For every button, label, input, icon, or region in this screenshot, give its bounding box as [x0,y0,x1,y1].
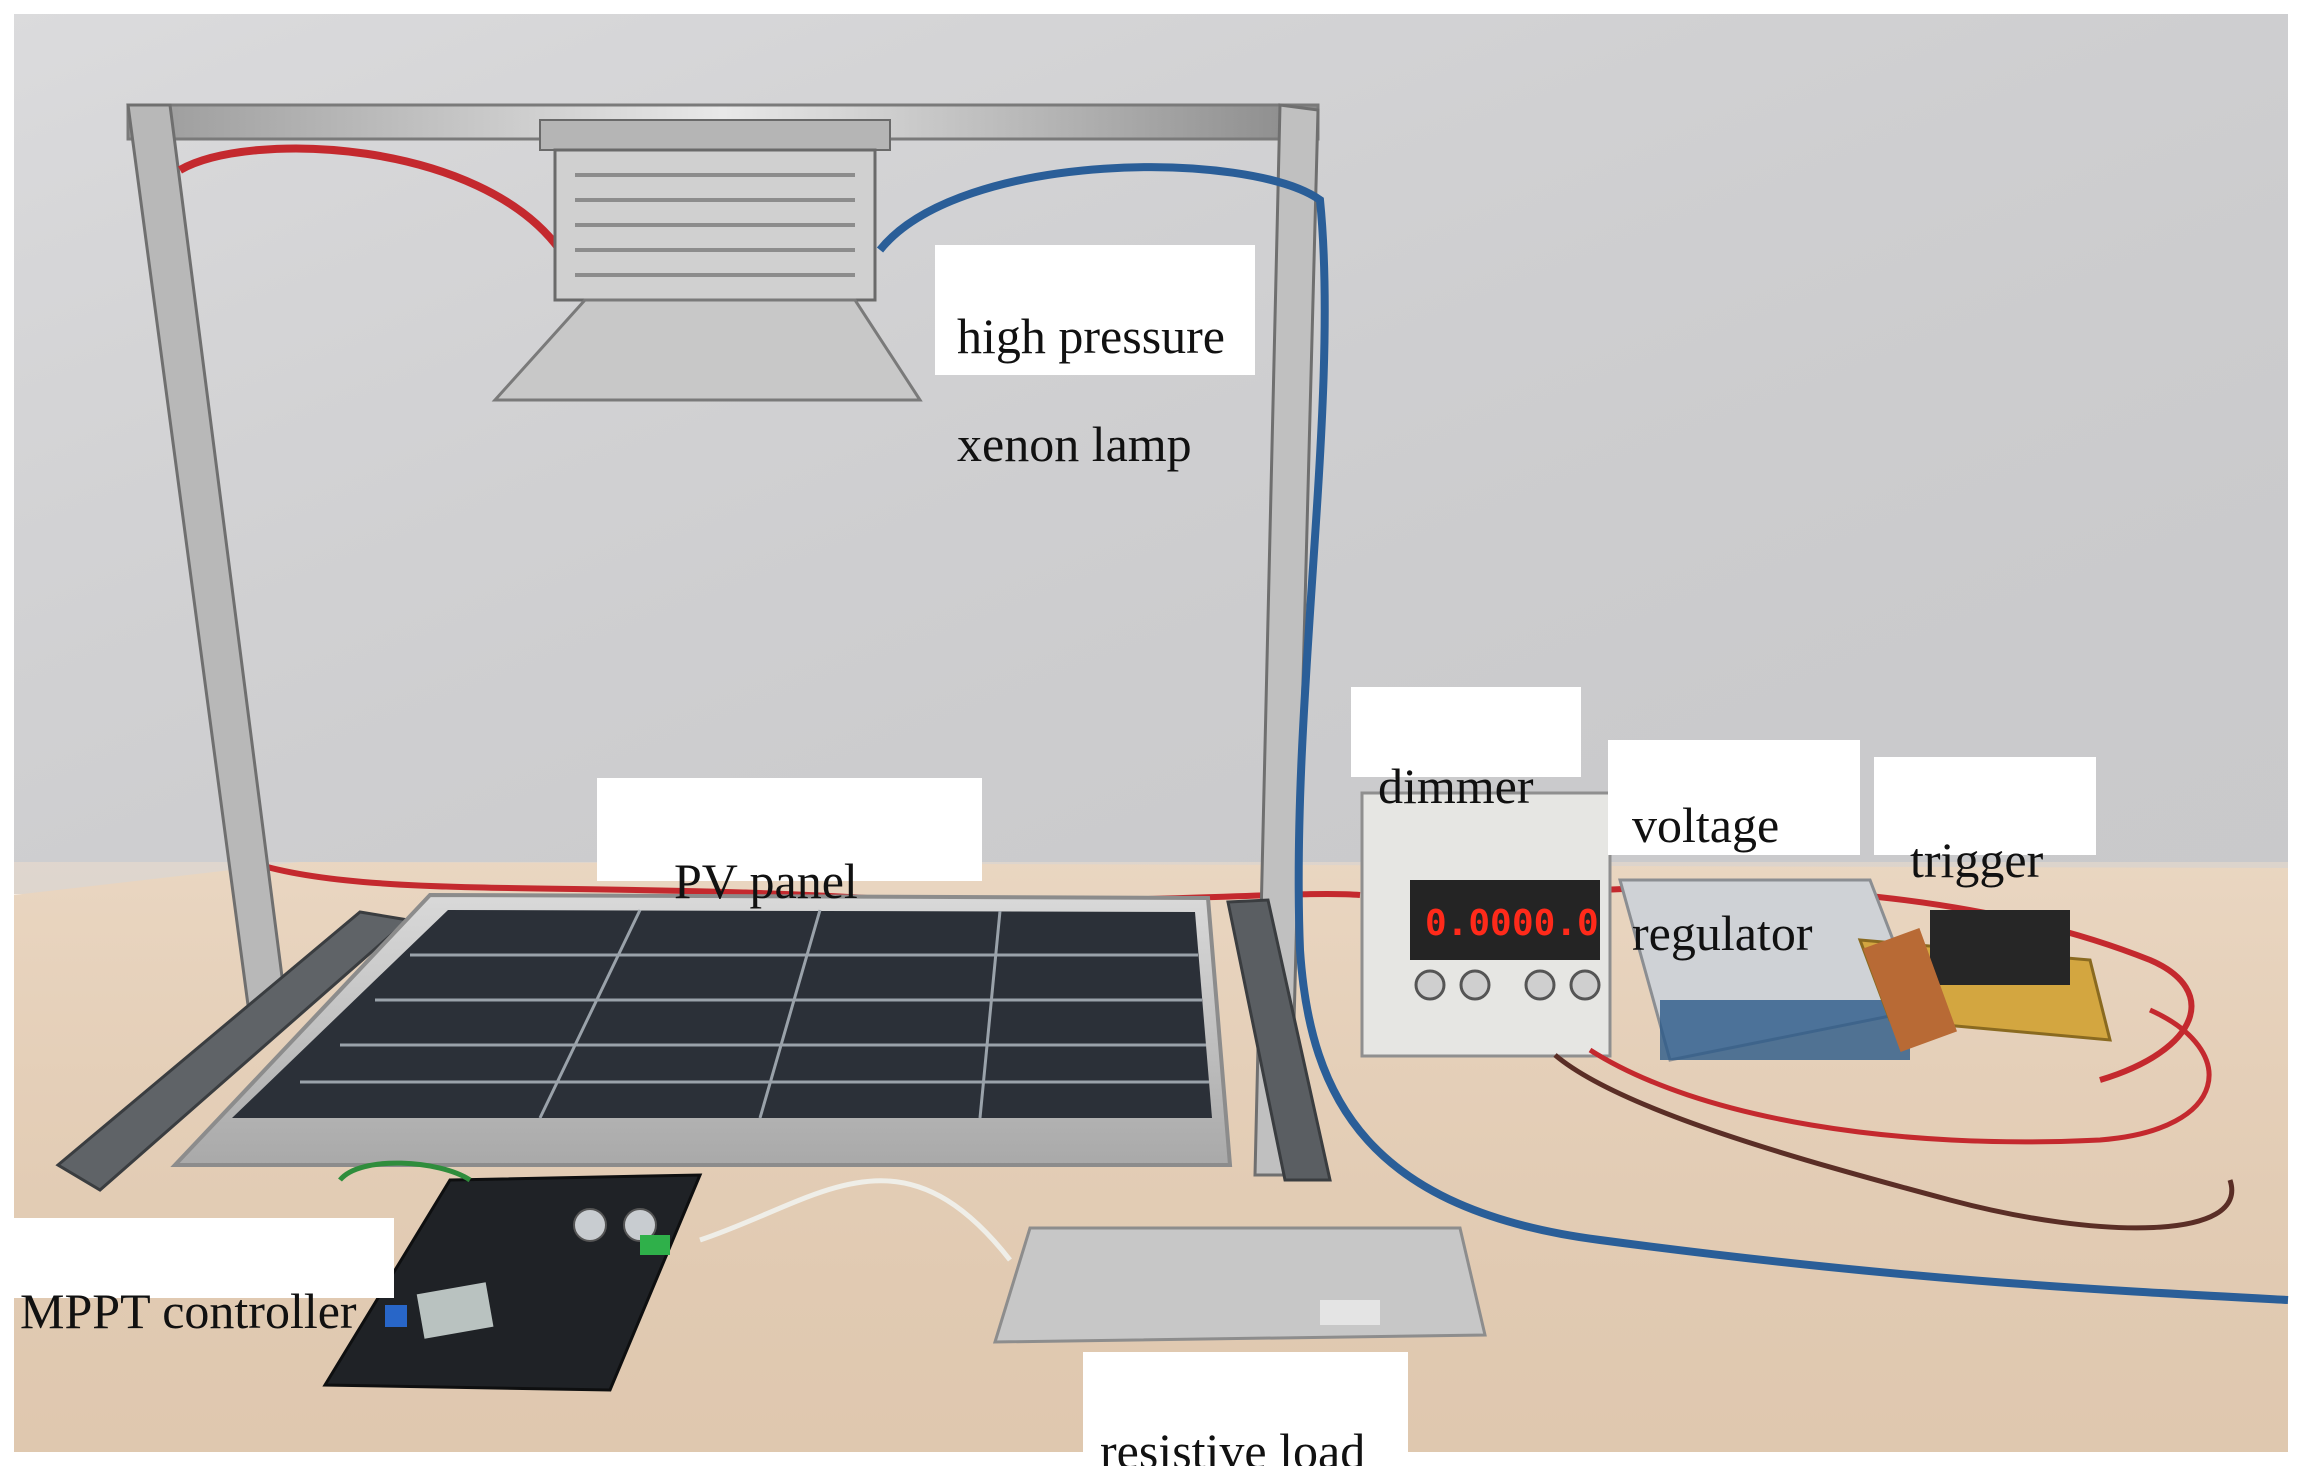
mppt-green-wire [338,1160,472,1183]
lamp-fins [575,173,855,277]
trigger-coil [1862,928,1958,1052]
pv-panel-cells [232,910,1212,1118]
resistive-load-body [992,1226,1487,1344]
mppt-connector [385,1305,407,1327]
label-text: MPPT controller [20,1283,357,1339]
dimmer-knob [1414,969,1446,1001]
voltage-regulator-board [1660,1000,1910,1060]
black-wire [1553,1053,2235,1231]
label-dimmer: dimmer [1351,687,1581,813]
dimmer-knob [1459,969,1491,1001]
trigger-box [1930,910,2070,985]
label-line: high pressure [957,308,1225,364]
dimmer-display-left: 0.00 [1425,903,1512,944]
label-mppt-controller: MPPT controller [14,1218,394,1338]
label-text: dimmer [1378,758,1534,814]
dimmer-knob [1569,969,1601,1001]
label-line: voltage [1632,797,1780,853]
label-text: resistive load [1100,1423,1366,1466]
frame-right-foot [1226,898,1332,1182]
label-trigger: trigger [1874,757,2096,887]
pv-panel-grid [300,909,1209,1119]
resistive-load-sticker [1320,1300,1380,1325]
label-line: xenon lamp [957,416,1192,472]
label-high-pressure-xenon-lamp: high pressure xenon lamp [935,245,1255,471]
lamp-reflector [491,298,923,402]
lamp-mount [539,119,891,151]
dimmer-display-panel [1410,880,1600,960]
label-text: trigger [1910,832,2044,888]
lamp-blue-wire [876,163,2289,1304]
load-wire [699,1178,1012,1262]
label-voltage-regulator: voltage regulator [1608,740,1860,960]
red-wire-front [1588,1007,2212,1145]
mppt-lcd [416,1282,494,1339]
label-resistive-load: resistive load [1083,1352,1408,1466]
dimmer-knob [1524,969,1556,1001]
mppt-connector [640,1235,670,1255]
label-pv-panel: PV panel [597,778,982,908]
dimmer-display-right: 00.0 [1512,903,1599,944]
mppt-capacitor [573,1208,607,1242]
label-text: PV panel [674,853,858,909]
lamp-red-wire [178,144,564,253]
label-line: regulator [1632,905,1813,961]
